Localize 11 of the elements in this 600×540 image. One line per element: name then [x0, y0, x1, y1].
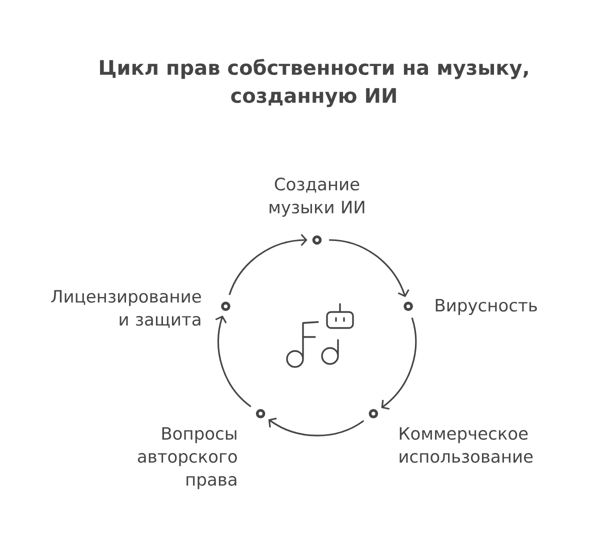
step-label: Вирусность: [436, 299, 537, 315]
curved-arrow: [215, 316, 252, 408]
curved-arrow: [228, 234, 308, 296]
step-label: Вопросы авторского права: [138, 427, 237, 490]
curved-arrow: [381, 318, 417, 410]
step-label: Коммерческое использование: [400, 427, 533, 463]
curved-arrow: [268, 418, 364, 436]
step-label: Создание музыки ИИ: [270, 178, 364, 217]
curved-arrow: [328, 239, 410, 298]
step-label: Лицензирование и защита: [51, 290, 201, 328]
title: Цикл прав собственности на музыку, созданную ИИ: [100, 58, 528, 108]
